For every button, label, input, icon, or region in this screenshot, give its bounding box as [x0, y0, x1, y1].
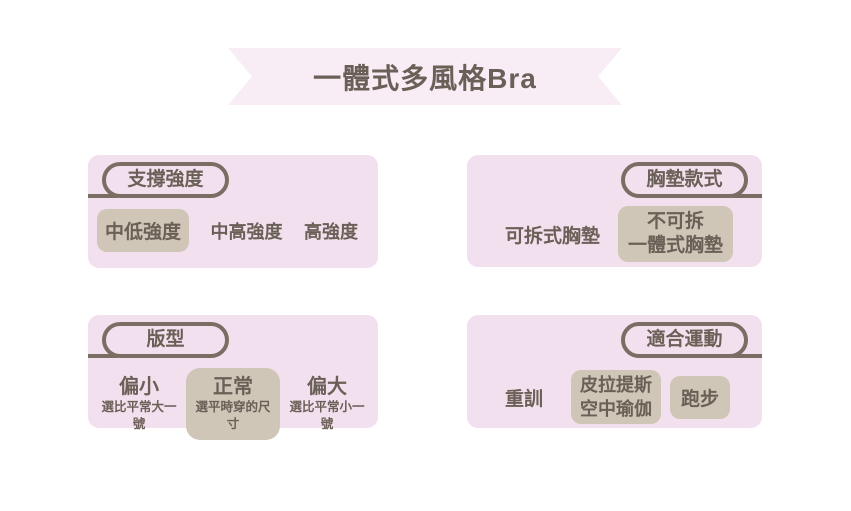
panel-pad-style: 胸墊款式 可拆式胸墊 不可拆 一體式胸墊	[467, 155, 762, 267]
panel-suitable-sports: 適合運動 重訓 皮拉提斯 空中瑜伽 跑步	[467, 315, 762, 428]
option-runs-large: 偏大 選比平常小一號	[280, 369, 374, 439]
option-true-to-size-sublabel: 選平時穿的尺寸	[195, 400, 271, 431]
tag-fit: 版型	[102, 322, 229, 358]
option-fixed-pad: 不可拆 一體式胸墊	[617, 206, 733, 262]
pad-options-row: 可拆式胸墊 不可拆 一體式胸墊	[467, 206, 762, 262]
option-fixed-pad-line2: 一體式胸墊	[627, 235, 723, 256]
option-runs-small-sublabel: 選比平常大一號	[101, 400, 177, 431]
option-running: 跑步	[670, 375, 731, 419]
option-mid-high-strength: 中高強度	[210, 221, 283, 242]
option-true-to-size: 正常 選平時穿的尺寸	[186, 368, 280, 440]
option-runs-small: 偏小 選比平常大一號	[92, 369, 186, 439]
panel-sports-header: 適合運動	[467, 315, 762, 361]
tag-connector-line	[88, 194, 118, 198]
option-removable-pad: 可拆式胸墊	[505, 225, 601, 247]
option-runs-large-label: 偏大	[307, 376, 347, 398]
panel-pad-header: 胸墊款式	[467, 155, 762, 201]
option-true-to-size-label: 正常	[213, 376, 253, 398]
panel-fit-header: 版型	[88, 315, 378, 361]
panel-support-header: 支撐強度	[88, 155, 378, 201]
option-pilates-line1: 皮拉提斯	[580, 375, 653, 395]
tag-pad-style: 胸墊款式	[621, 162, 748, 198]
option-aerial-yoga-line2: 空中瑜伽	[580, 399, 653, 419]
tag-connector-line	[732, 194, 762, 198]
tag-suitable-sports: 適合運動	[621, 322, 748, 358]
option-high-strength: 高強度	[303, 221, 358, 242]
option-runs-small-label: 偏小	[119, 376, 159, 398]
tag-connector-line	[732, 354, 762, 358]
panel-support-strength: 支撐強度 中低強度 中高強度 高強度	[88, 155, 378, 268]
support-options-row: 中低強度 中高強度 高強度	[88, 209, 378, 252]
option-runs-large-sublabel: 選比平常小一號	[289, 400, 365, 431]
option-mid-low-strength: 中低強度	[97, 209, 190, 252]
option-weight-training: 重訓	[505, 388, 544, 410]
option-pilates-aerial-yoga: 皮拉提斯 空中瑜伽	[571, 370, 662, 424]
panel-fit: 版型 偏小 選比平常大一號 正常 選平時穿的尺寸 偏大 選比平常小一號	[88, 315, 378, 440]
fit-options-row: 偏小 選比平常大一號 正常 選平時穿的尺寸 偏大 選比平常小一號	[88, 368, 378, 440]
tag-support-strength: 支撐強度	[102, 162, 229, 198]
sports-options-row: 重訓 皮拉提斯 空中瑜伽 跑步	[467, 370, 762, 424]
option-fixed-pad-line1: 不可拆	[646, 211, 704, 232]
tag-connector-line	[88, 354, 118, 358]
banner-ribbon: 一體式多風格Bra	[228, 48, 622, 105]
page-title: 一體式多風格Bra	[313, 62, 537, 94]
